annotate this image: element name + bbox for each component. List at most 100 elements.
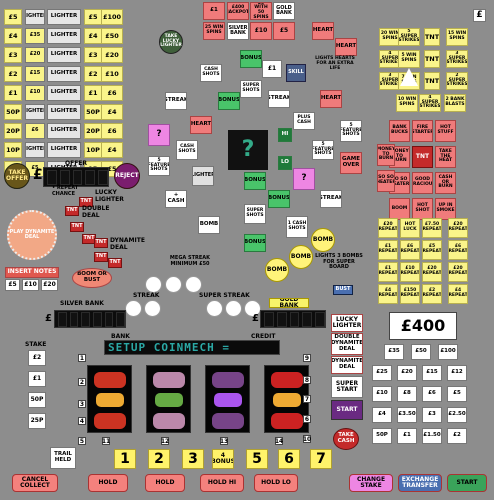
board-heart: HEART	[335, 38, 357, 56]
right-feature-cell: 2 BANK BLASTS	[444, 94, 466, 112]
lo-button[interactable]: LO	[278, 156, 292, 170]
repeat-chance-label: • REPEAT CHANCE	[52, 185, 79, 197]
ladder-mid: LIGHTER	[25, 9, 45, 25]
ladder-lighter: LIGHTER	[47, 9, 81, 25]
streak-light	[144, 300, 161, 317]
control-button[interactable]: HOLD HI	[200, 474, 244, 492]
number-button[interactable]: 1	[114, 449, 136, 469]
ladder-lighter: LIGHTER	[47, 104, 81, 120]
ladder-prize-right: £100	[101, 9, 123, 25]
gold-bank-display	[260, 310, 326, 328]
control-button[interactable]: START	[447, 474, 487, 492]
number-button[interactable]: 5	[246, 449, 268, 469]
board-super-shots: SUPER SHOTS	[244, 204, 266, 224]
ladder-lighter: LIGHTER	[47, 47, 81, 63]
ladder-mid: LIGHTER	[25, 142, 45, 158]
feature-lucky-lighter[interactable]: LUCKY LIGHTER	[331, 314, 363, 332]
ladder-lighter: LIGHTER	[47, 85, 81, 101]
right-feature-cell: 3 SUPER STRIKES	[446, 50, 468, 68]
reject-button[interactable]: REJECT	[114, 163, 140, 189]
jackpot-display: £400	[389, 312, 457, 340]
reel-position-number: 11	[101, 437, 111, 445]
ladder-lighter: LIGHTER	[47, 123, 81, 139]
stake-label: STAKE	[25, 341, 47, 348]
ladder-prize-right: £20	[101, 47, 123, 63]
number-button[interactable]: 2	[148, 449, 170, 469]
take-lucky-lighter-button[interactable]: TAKE LUCKY LIGHTER	[159, 30, 183, 54]
repeat-cell: £20 REPEAT	[422, 262, 442, 282]
reel-position-number: 6	[303, 415, 311, 423]
reel-position-number: 1	[78, 354, 86, 362]
reel-position-number: 2	[78, 378, 86, 386]
board-skill: SKILL	[286, 64, 306, 82]
ladder-prize-right: £4	[101, 104, 123, 120]
tnt-icon: TNT	[79, 197, 93, 207]
control-button[interactable]: EXCHANGE TRANSFER	[398, 474, 442, 492]
repeat-cell: HOT LUCK	[400, 218, 420, 238]
coinmech-display: SETUP COINMECH =	[104, 340, 280, 355]
lights-heart-note: LIGHTS HEARTS FOR AN EXTRA LIFE	[315, 56, 355, 71]
take-offer-button[interactable]: TAKE OFFER	[4, 163, 30, 189]
ladder-mid: £10	[25, 85, 45, 101]
take-cash-button[interactable]: TAKE CASH	[333, 428, 359, 450]
ladder-lighter: LIGHTER	[47, 28, 81, 44]
repeat-cell: £6 REPEAT	[448, 240, 468, 260]
right-feature-cell: TAKE THE HEAT	[435, 146, 456, 168]
right-feature-cell: 15 WIN SPINS	[446, 28, 468, 46]
feature-double-dynamite[interactable]: DOUBLE DYNAMITE DEAL	[331, 333, 363, 355]
stake-button[interactable]: £1	[28, 371, 46, 387]
ladder-prize-right: £50	[101, 28, 123, 44]
ladder-stake: £4	[4, 28, 22, 44]
skill-question-icon: ?	[228, 130, 268, 170]
number-button[interactable]: 7	[310, 449, 332, 469]
board-streak: STREAK	[320, 190, 342, 208]
hi-button[interactable]: HI	[278, 128, 292, 142]
stake-button[interactable]: £2	[28, 350, 46, 366]
ladder-mid: LIGHTER	[25, 104, 45, 120]
reel-position-number: 8	[303, 376, 311, 384]
stake-prize-cell: £1.50	[422, 428, 442, 444]
tnt-icon: TNT	[108, 258, 122, 268]
stake-button[interactable]: 50P	[28, 392, 46, 408]
board-game-over: GAME OVER	[340, 152, 362, 174]
repeat-cell: £4 REPEAT	[448, 284, 468, 304]
streak-light	[244, 300, 261, 317]
ladder-prize-right: £6	[101, 123, 123, 139]
number-button[interactable]: 4 BONUS	[212, 449, 234, 469]
right-feature-cell: TNT	[424, 72, 440, 90]
play-dynamite-deal-button[interactable]: PLAY DYNAMITE DEAL	[7, 210, 57, 260]
ladder-prize-left: £4	[84, 28, 102, 44]
control-button[interactable]: CANCEL COLLECT	[12, 474, 58, 492]
stake-prize-cell: £3	[422, 407, 442, 423]
control-button[interactable]: HOLD LO	[254, 474, 298, 492]
pound-icon[interactable]: £	[473, 9, 486, 22]
board-lighter: LIGHTER	[192, 166, 214, 186]
right-feature-cell: TNT	[424, 50, 440, 68]
repeat-cell: £150 REPEAT	[400, 284, 420, 304]
stake-prize-cell: £50	[411, 344, 431, 360]
stake-prize-cell: £35	[384, 344, 404, 360]
boom-or-bust-label: BOOM OR BUST	[72, 268, 112, 288]
feature-dynamite-deal[interactable]: DYNAMITE DEAL	[331, 356, 363, 374]
stake-prize-cell: £1	[397, 428, 417, 444]
number-button[interactable]: 6	[278, 449, 300, 469]
top-prize-spins: £5 WITH 50 SPINS	[250, 2, 272, 20]
feature-super-start[interactable]: SUPER START	[331, 376, 363, 398]
reel-position-number: 13	[219, 437, 229, 445]
ladder-prize-left: £1	[84, 85, 102, 101]
board-heart: HEART	[312, 22, 334, 40]
number-button[interactable]: 3	[182, 449, 204, 469]
top-win-spins: 25 WIN SPINS	[203, 22, 225, 40]
feature-start[interactable]: START	[331, 400, 363, 420]
reel-position-number: 14	[274, 437, 284, 445]
ladder-stake: £5	[4, 9, 22, 25]
up-arrow-icon	[400, 68, 418, 86]
control-button[interactable]: HOLD	[88, 474, 128, 492]
control-button[interactable]: HOLD	[145, 474, 185, 492]
right-feature-cell: BOOM	[389, 198, 410, 220]
control-button[interactable]: CHANGE STAKE	[349, 474, 393, 492]
reel-position-number: 10	[302, 435, 312, 443]
trail-held-label: TRAIL HELD	[50, 447, 76, 469]
streak-light	[165, 276, 182, 293]
stake-button[interactable]: 25P	[28, 413, 46, 429]
